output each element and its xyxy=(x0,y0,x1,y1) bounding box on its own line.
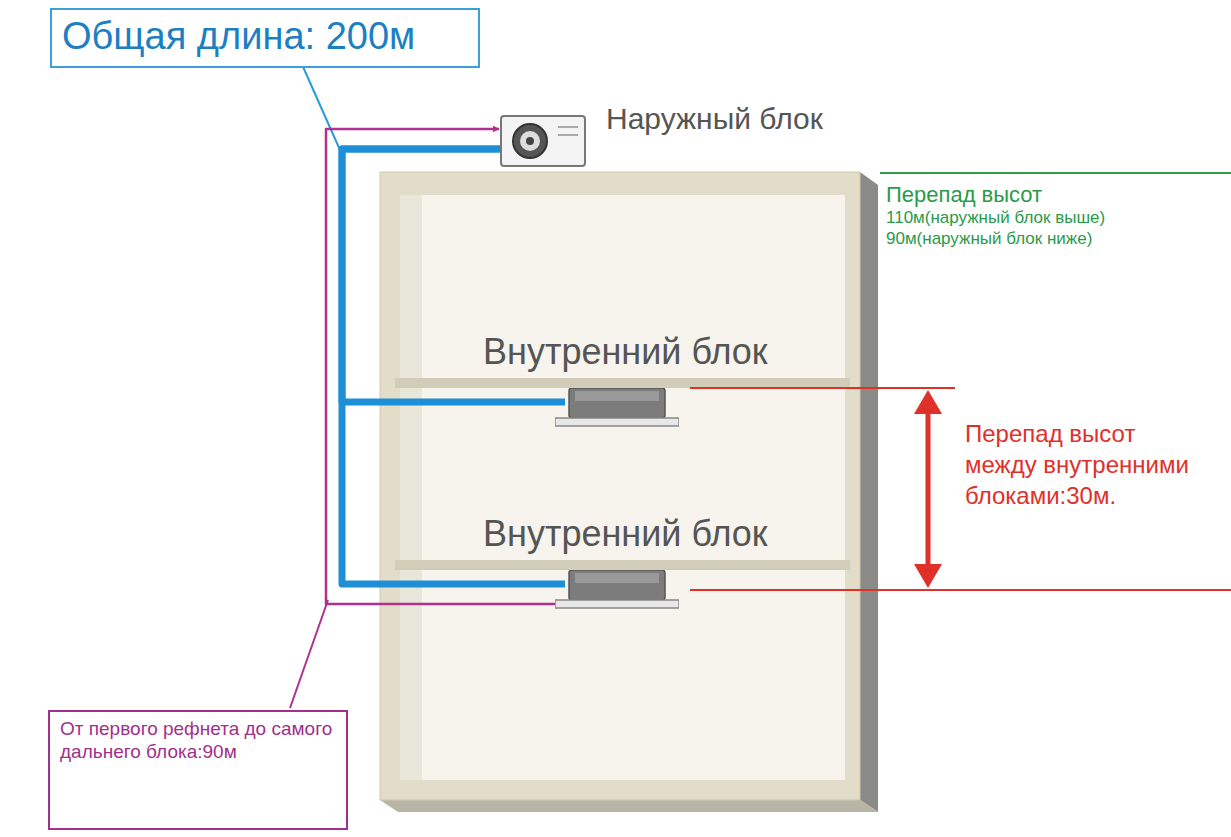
box-text: Общая длина: 200м xyxy=(62,14,468,60)
leader-line xyxy=(300,60,340,150)
building-shadow xyxy=(860,172,878,812)
floor-panel xyxy=(400,570,845,780)
height-difference-region: Перепад высот110м(наружный блок выше)90м… xyxy=(880,172,1231,590)
indoor-unit: Внутренний блок xyxy=(565,570,669,608)
refnet-distance-box: От первого рефнета до самого дальнего бл… xyxy=(48,710,348,830)
total-length-box: Общая длина: 200м xyxy=(50,8,480,68)
floor-slab xyxy=(395,560,850,570)
building-base xyxy=(380,800,878,812)
dimension-line xyxy=(690,387,955,389)
arrow-head xyxy=(914,564,942,588)
indoor-unit-icon xyxy=(555,388,679,430)
arrow-head xyxy=(914,390,942,414)
box-text: 110м(наружный блок выше) xyxy=(886,208,1225,228)
building-wall xyxy=(380,172,860,800)
dimension-label: Перепад высот между внутренними блоками:… xyxy=(965,418,1190,512)
box-text: От первого рефнета до самого дальнего бл… xyxy=(60,718,336,764)
outdoor-unit: Наружный блок xyxy=(500,115,586,167)
outdoor-unit-icon xyxy=(500,115,586,167)
box-text: Перепад высот xyxy=(886,182,1225,208)
indoor-unit-icon xyxy=(555,570,679,612)
unit-label: Наружный блок xyxy=(606,101,926,137)
unit-label: Внутренний блок xyxy=(483,330,803,373)
building-column xyxy=(400,195,422,780)
floor-panel xyxy=(400,195,845,378)
dimension-line xyxy=(690,589,1231,591)
floor-slab xyxy=(395,378,850,388)
dimension-arrow xyxy=(926,410,931,568)
unit-label: Внутренний блок xyxy=(483,512,803,555)
floor-panel xyxy=(400,388,845,560)
leader-line xyxy=(290,600,328,708)
box-text: 90м(наружный блок ниже) xyxy=(886,229,1225,249)
indoor-unit: Внутренний блок xyxy=(565,388,669,426)
